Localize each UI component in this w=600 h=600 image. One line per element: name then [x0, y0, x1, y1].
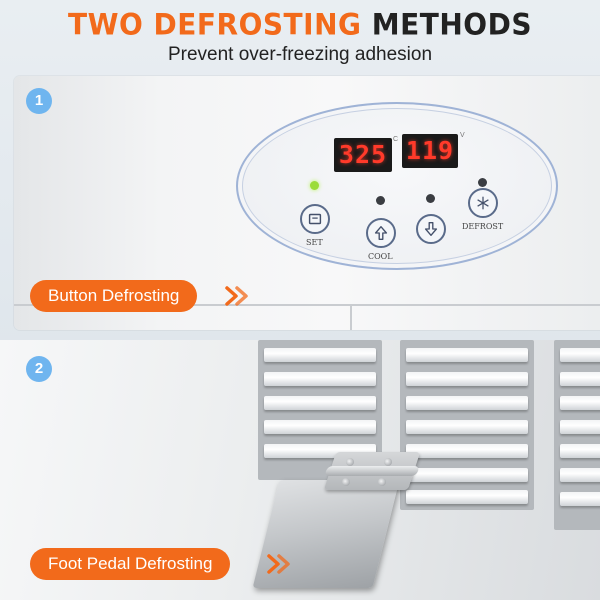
set-button-label: SET: [306, 238, 323, 247]
power-indicator-led: [310, 181, 319, 190]
title-accent: TWO DEFROSTING: [68, 7, 362, 42]
voltage-display: 119: [402, 134, 458, 168]
defrost-button-label: DEFROST: [462, 222, 504, 231]
double-chevron-right-icon: [225, 286, 248, 306]
cool-up-button[interactable]: [366, 218, 396, 248]
unit-label-left: C: [393, 136, 399, 143]
cool-button-label: COOL: [368, 252, 393, 261]
title-dark: METHODS: [371, 7, 532, 42]
temperature-display: 325: [334, 138, 392, 172]
step-badge-1: 1: [26, 88, 52, 114]
defrost-button[interactable]: [468, 188, 498, 218]
hinge-screw: [342, 478, 350, 486]
hinge-screw: [378, 478, 386, 486]
hinge-knuckle: [324, 466, 420, 476]
page-title: TWO DEFROSTING METHODS: [0, 7, 600, 42]
door-seam-vertical: [350, 304, 352, 330]
set-icon: [308, 213, 322, 225]
cool-indicator-led: [376, 196, 385, 205]
up-arrow-icon: [374, 226, 388, 240]
vent-grille-middle: [400, 340, 534, 510]
double-chevron-right-icon: [267, 554, 290, 574]
hinge-screw: [384, 458, 392, 466]
header: TWO DEFROSTING METHODS Prevent over-free…: [0, 0, 600, 72]
down-button[interactable]: [416, 214, 446, 244]
down-arrow-icon: [424, 222, 438, 236]
page-subtitle: Prevent over-freezing adhesion: [167, 44, 433, 65]
door-seam: [14, 304, 600, 306]
defrost-indicator-led: [478, 178, 487, 187]
foot-pedal-defrosting-label: Foot Pedal Defrosting: [30, 548, 231, 580]
set-button[interactable]: [300, 204, 330, 234]
foot-pedal-panel: 2: [0, 340, 600, 600]
unit-label-right: V: [460, 132, 465, 139]
vent-grille-right: [554, 340, 600, 530]
down-indicator-led: [426, 194, 435, 203]
button-defrosting-label: Button Defrosting: [30, 280, 198, 312]
hinge-screw: [346, 458, 354, 466]
step-badge-2: 2: [26, 356, 52, 382]
snowflake-icon: [477, 196, 489, 210]
control-panel: 325 C 119 V SET COOL: [236, 102, 558, 270]
